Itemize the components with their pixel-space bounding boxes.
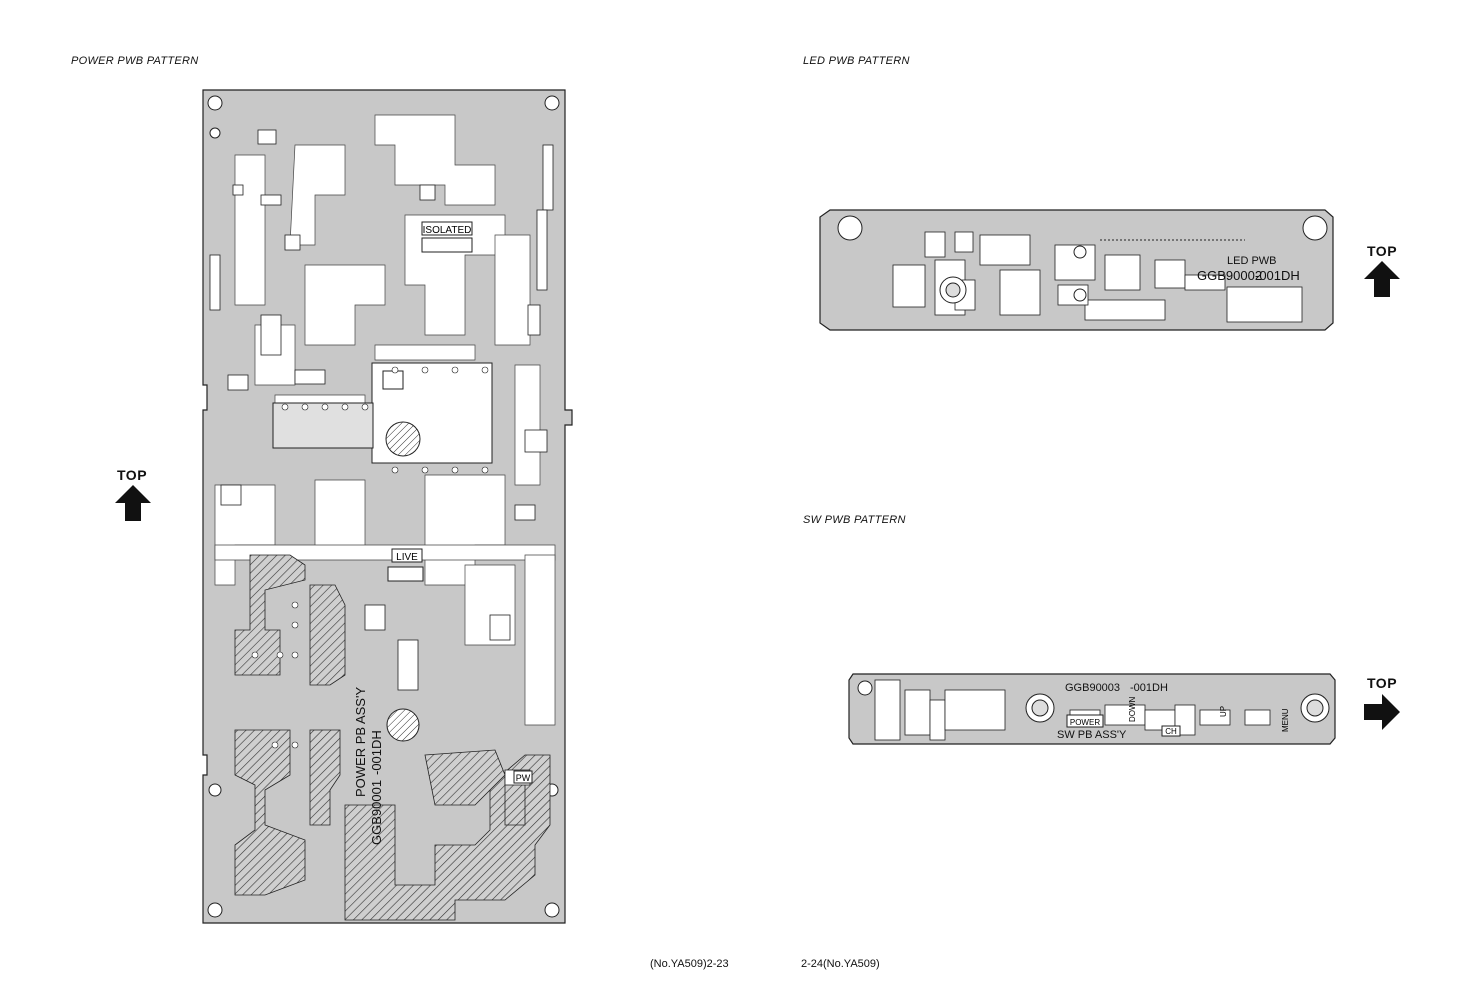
led-pwb-name: LED PWB bbox=[1227, 255, 1277, 267]
power-top-label: TOP bbox=[117, 467, 148, 483]
sw-menu-label: MENU bbox=[1281, 708, 1290, 732]
led-top-label: TOP bbox=[1367, 243, 1398, 259]
right-arrow-icon bbox=[1364, 694, 1400, 730]
sw-part-number: GGB90003 bbox=[1065, 682, 1120, 694]
led-part-number: GGB90002 bbox=[1197, 268, 1262, 283]
isolated-label: ISOLATED bbox=[423, 225, 472, 236]
power-assy-label: POWER PB ASS'Y bbox=[353, 687, 368, 797]
sw-down-label: DOWN bbox=[1128, 696, 1137, 722]
live-label: LIVE bbox=[396, 552, 418, 563]
led-pwb-heading: LED PWB PATTERN bbox=[803, 55, 910, 67]
up-arrow-icon bbox=[115, 485, 151, 521]
power-pwb-heading: POWER PWB PATTERN bbox=[71, 55, 199, 67]
power-assy-suffix: -001DH bbox=[369, 730, 384, 775]
up-arrow-icon bbox=[1364, 261, 1400, 297]
pw-label: PW bbox=[516, 773, 531, 783]
sw-pwb-board: GGB90003 -001DH POWER DOWN UP MENU CH SW… bbox=[848, 673, 1336, 745]
sw-top-label: TOP bbox=[1367, 675, 1398, 691]
sw-pwb-heading: SW PWB PATTERN bbox=[803, 514, 906, 526]
power-part-number: GGB90001 bbox=[369, 780, 384, 845]
sw-power-label: POWER bbox=[1070, 718, 1100, 727]
led-pwb-board: LED PWB GGB90002 -001DH bbox=[819, 209, 1334, 331]
footer-left-page: (No.YA509)2-23 bbox=[650, 958, 729, 970]
footer-right-page: 2-24(No.YA509) bbox=[801, 958, 880, 970]
sw-assy-label: SW PB ASS'Y bbox=[1057, 729, 1127, 741]
sw-ch-label: CH bbox=[1165, 727, 1177, 736]
sw-part-suffix: -001DH bbox=[1130, 682, 1168, 694]
led-part-suffix: -001DH bbox=[1255, 268, 1300, 283]
power-pwb-board: ISOLATED LIVE bbox=[202, 89, 573, 924]
sw-up-label: UP bbox=[1219, 706, 1228, 717]
